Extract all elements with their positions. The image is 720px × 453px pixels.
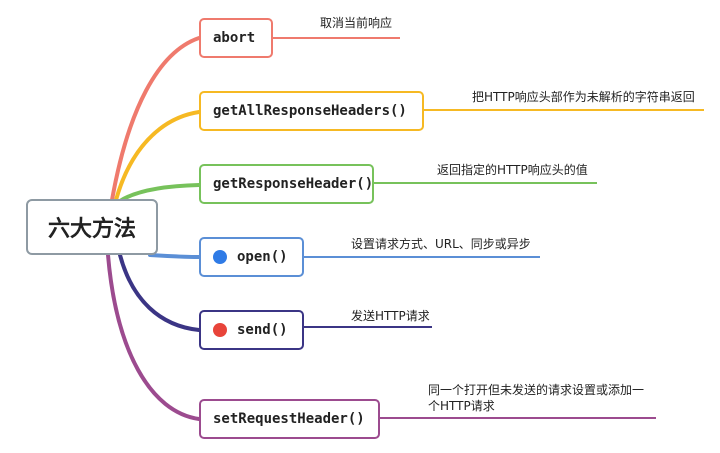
method-label-send: send() bbox=[237, 322, 288, 338]
method-label-setrequestheader: setRequestHeader() bbox=[213, 411, 365, 427]
link-getresponseheader bbox=[118, 183, 201, 203]
node-setrequestheader[interactable]: setRequestHeader() bbox=[199, 399, 380, 439]
node-open[interactable]: open() bbox=[199, 237, 304, 277]
node-getresponseheader[interactable]: getResponseHeader() bbox=[199, 164, 374, 204]
note-setrequestheader: 同一个打开但未发送的请求设置或添加一 个HTTP请求 bbox=[428, 382, 644, 414]
root-label: 六大方法 bbox=[47, 217, 136, 242]
link-abort bbox=[110, 36, 201, 202]
blue-dot-icon bbox=[213, 250, 227, 264]
note-setrequestheader-line-2: 个HTTP请求 bbox=[428, 399, 495, 413]
root-topic[interactable]: 六大方法 bbox=[26, 199, 158, 255]
node-send[interactable]: send() bbox=[199, 310, 304, 350]
note-abort: 取消当前响应 bbox=[320, 16, 393, 30]
node-abort[interactable]: abort bbox=[199, 18, 273, 58]
method-label-getresponseheader: getResponseHeader() bbox=[213, 176, 374, 192]
note-send: 发送HTTP请求 bbox=[351, 309, 430, 323]
note-open: 设置请求方式、URL、同步或异步 bbox=[351, 237, 531, 251]
red-dot-icon bbox=[213, 323, 227, 337]
method-label-abort: abort bbox=[213, 30, 256, 46]
note-getresponseheader: 返回指定的HTTP响应头的值 bbox=[437, 163, 588, 177]
method-label-getallresponseheaders: getAllResponseHeaders() bbox=[213, 103, 407, 119]
node-getallresponseheaders[interactable]: getAllResponseHeaders() bbox=[199, 91, 424, 131]
note-getallresponseheaders: 把HTTP响应头部作为未解析的字符串返回 bbox=[472, 90, 695, 104]
link-send bbox=[118, 253, 201, 332]
link-getallresponseheaders bbox=[114, 110, 201, 202]
note-setrequestheader-line-1: 同一个打开但未发送的请求设置或添加一 bbox=[428, 383, 645, 397]
link-open bbox=[148, 253, 201, 259]
link-setrequestheader bbox=[106, 253, 201, 421]
method-label-open: open() bbox=[237, 249, 288, 265]
